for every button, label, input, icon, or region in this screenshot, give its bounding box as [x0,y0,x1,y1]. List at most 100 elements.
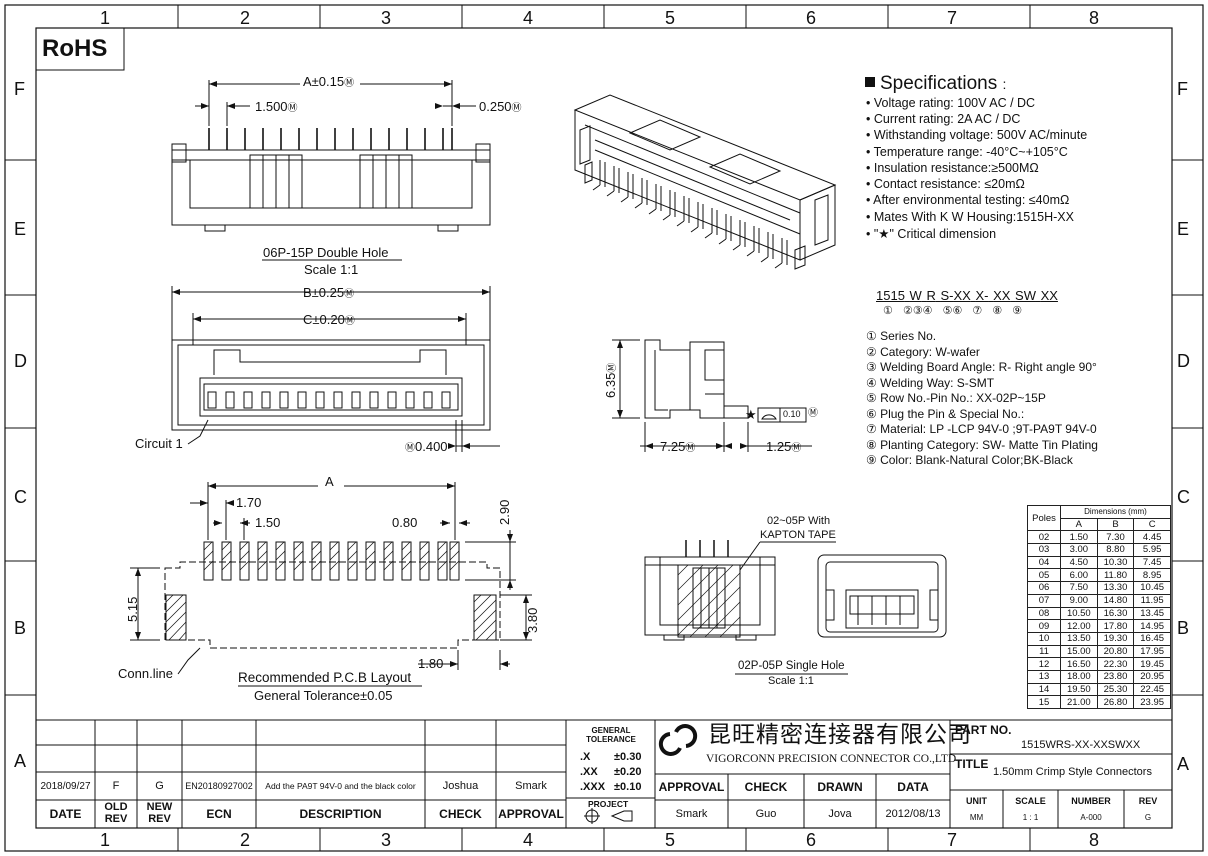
dim-b-front: B±0.25Ⓜ [303,285,355,300]
header-old-rev: OLD REV [104,801,128,825]
rev-value: G [1144,812,1152,822]
grid-col-6-bottom: 6 [806,830,817,850]
legend-9: ⑨ Color: Blank-Natural Color;BK-Black [866,453,1073,467]
poles-cell: 07 [1027,593,1061,608]
dim-cell: 22.45 [1133,682,1171,697]
grid-row-e-left: E [14,219,27,239]
top-view-caption: 06P-15P Double Hole [263,245,389,260]
grid-row-b-right: B [1177,618,1190,638]
dim-cell: 16.30 [1096,606,1135,621]
sign-drawn-value: Jova [828,808,852,820]
dim-cell: 8.80 [1096,543,1135,557]
pcb-dim-a: A [325,474,334,489]
grid-col-8-top: 8 [1089,8,1100,28]
flatness-value: 0.10 [783,409,801,419]
spec-environment: • After environmental testing: ≤40mΩ [866,193,1070,207]
company-name-cn: 昆旺精密连接器有限公司 [708,722,972,748]
dim-cell: 13.50 [1060,631,1098,646]
spec-insulation: • Insulation resistance:≥500MΩ [866,161,1039,175]
poles-cell: 13 [1027,669,1061,684]
pcb-dim-290: 2.90 [497,499,512,525]
part-code: 1515 W R S-XX X- XX SW XX [876,288,1058,303]
dim-a-top: A±0.15Ⓜ [303,74,355,89]
header-ecn: ECN [206,807,232,821]
grid-row-e-right: E [1177,219,1190,239]
grid-row-c-right: C [1177,487,1190,507]
rev-label: REV [1138,796,1158,806]
kapton-note-1: 02~05P With [767,515,831,527]
dim-cell: 1.50 [1060,530,1098,545]
square-bullet-icon [865,77,875,87]
dim-cell: 19.30 [1096,631,1135,646]
dim-foot-side: 1.25Ⓜ [766,439,802,454]
grid-col-1-top: 1 [100,8,111,28]
sign-approval-header: APPROVAL [658,780,725,794]
poles-cell: 11 [1027,644,1061,659]
tol-x-value: ±0.30 [614,751,642,763]
dim-cell: 18.00 [1060,669,1098,684]
grid-col-4-top: 4 [523,8,534,28]
rev-check: Joshua [442,780,479,792]
header-check: CHECK [439,807,482,821]
company-logo-icon [664,726,694,756]
dim-cell: 10.45 [1133,581,1171,595]
title-label: TITLE [955,757,989,771]
rev-approval: Smark [515,780,547,792]
dim-height-side: 6.35Ⓜ [603,362,618,398]
legend-8: ⑧ Planting Category: SW- Matte Tin Plati… [866,438,1098,452]
col-c-header: C [1133,517,1171,532]
single-hole-scale: Scale 1:1 [768,675,814,687]
pcb-dim-170: 1.70 [236,495,262,510]
dim-cell: 8.95 [1133,568,1171,583]
dim-cell: 22.30 [1096,657,1135,671]
part-no-value: 1515WRS-XX-XXSWXX [1021,739,1141,751]
dim-cell: 16.50 [1060,657,1098,671]
dim-cell: 7.50 [1060,581,1098,595]
dim-cell: 25.30 [1096,682,1135,697]
kapton-note-2: KAPTON TAPE [760,529,836,541]
header-description: DESCRIPTION [299,807,382,821]
dim-cell: 17.80 [1096,619,1135,633]
dim-cell: 17.95 [1133,644,1171,659]
header-date: DATE [49,807,82,821]
grid-col-2-bottom: 2 [240,830,251,850]
spec-temperature: • Temperature range: -40°C~+105°C [866,145,1068,159]
scale-value: 1 : 1 [1022,812,1039,822]
dim-cell: 23.95 [1133,695,1171,709]
dim-cell: 3.00 [1060,543,1098,557]
poles-cell: 08 [1027,606,1061,621]
dim-cell: 13.30 [1096,581,1135,595]
dim-cell: 20.95 [1133,669,1171,684]
legend-3: ③ Welding Board Angle: R- Right angle 90… [866,360,1097,374]
pcb-dim-150: 1.50 [255,515,281,530]
dim-cell: 21.00 [1060,695,1098,709]
dim-cell: 10.50 [1060,606,1098,621]
scale-label: SCALE [1015,796,1046,806]
dim-pitch-top: 1.500Ⓜ [255,99,298,114]
dim-cell: 11.95 [1133,593,1171,608]
company-name-en: VIGORCONN PRECISION CONNECTOR CO.,LTD [706,753,957,765]
rev-description: Add the PA9T 94V-0 and the black color [265,781,416,791]
grid-row-f-left: F [14,79,25,99]
dim-pin-top: 0.250Ⓜ [479,99,522,114]
top-view-scale: Scale 1:1 [304,262,359,277]
dim-cell: 10.30 [1096,555,1135,570]
dim-cell: 4.50 [1060,555,1098,570]
part-code-index: ① ②③④ ⑤⑥ ⑦ ⑧ ⑨ [883,305,1023,317]
grid-col-2-top: 2 [240,8,251,28]
dim-cell: 11.80 [1096,568,1135,583]
part-no-label: PART NO. [955,723,1012,737]
legend-2: ② Category: W-wafer [866,345,980,359]
single-hole-caption: 02P-05P Single Hole [738,660,845,672]
poles-cell: 02 [1027,530,1061,545]
header-approval: APPROVAL [498,807,564,821]
unit-value: MM [969,812,984,822]
dim-cell: 5.95 [1133,543,1171,557]
tol-xxx-label: .XXX [580,781,606,793]
